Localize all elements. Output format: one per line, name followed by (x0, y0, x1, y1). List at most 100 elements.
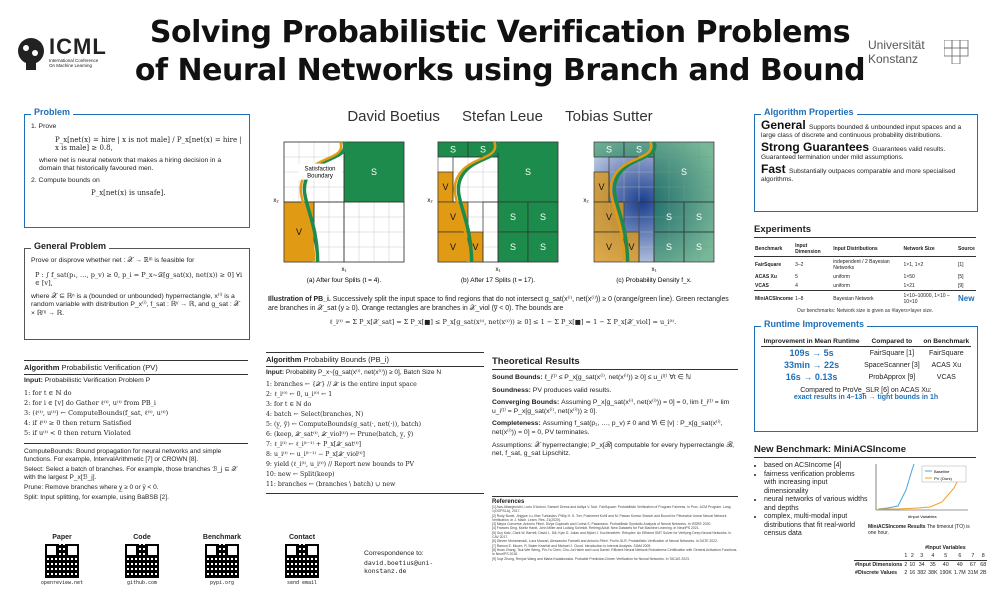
rt-cell: ACAS Xu (931, 361, 962, 369)
algorithm-pv: Algorithm Probabilistic Verification (PV… (24, 360, 248, 504)
alg-pb-line: 2: ℓ_i⁽⁰⁾ ← 0, u_i⁽⁰⁾ ← 1 (266, 390, 333, 398)
legend-baseline: Baseline (934, 469, 950, 474)
mini-col: 1 (904, 553, 908, 559)
sat-branch (653, 141, 715, 203)
miniacs-heading: New Benchmark: MiniACSIncome (754, 444, 976, 458)
alg-pv-note: Select: Select a batch of branches. For … (24, 465, 238, 481)
icml-logo: ICML International Conference On Machine… (16, 34, 126, 74)
legend-pv: PV (Ours) (934, 476, 952, 481)
alg-pv-line: 3: (ℓ⁽ᵗ⁾, u⁽ᵗ⁾) ← ComputeBounds(f_sat, ℓ… (24, 409, 169, 418)
exp-cell: independent / 2 Bayesian Networks (833, 258, 890, 271)
exp-cell: New (958, 294, 975, 303)
mini-col: 4 (931, 553, 935, 559)
problem-formula-2: P_x[net(x) is unsafe]. (91, 188, 166, 197)
alg-pb-line: 11: branches ← (branches \ batch) ∪ new (266, 480, 396, 488)
sat-label: S (666, 242, 672, 252)
reference-item: [3] Mayra Converse, Antonio Filieri, Div… (492, 522, 712, 527)
sat-label: S (540, 212, 546, 222)
rt-col-header: Improvement in Mean Runtime (763, 338, 860, 345)
mini-legend (921, 465, 967, 483)
exp-cell: ACAS Xu (755, 273, 777, 280)
miniacs: New Benchmark: MiniACSIncome based on AC… (754, 444, 988, 594)
mini-col: 2 (910, 553, 914, 559)
property-item: Strong Guarantees Guarantees valid resul… (761, 141, 973, 162)
theory-heading: Theoretical Results (492, 356, 738, 370)
alg-pv-note: Prune: Remove branches where y̲ ≥ 0 or ȳ… (24, 483, 159, 491)
exp-cell: 1×1, 1×2 (903, 261, 924, 268)
axis-y-label: x₂ (583, 198, 589, 204)
mini-table-head: #Input Variables (854, 544, 987, 552)
qr-code-icon[interactable] (45, 544, 79, 578)
uni-name-1: Universität (868, 38, 925, 52)
alg-pb-line: 3: for t ∈ ℕ do (266, 400, 312, 408)
reference-item: [6] Steven Mohammadi, Luca Marzari, Ales… (492, 539, 718, 544)
alg-pb-line: 1: branches ← {𝒳} // 𝒳 is the entire inp… (266, 380, 417, 388)
alg-pv-line: 5: if u⁽ᵗ⁾ < 0 then return Violated (24, 429, 131, 438)
sat-label: S (696, 212, 702, 222)
mini-cell: 1.7M (953, 570, 966, 576)
rt-cell: ProbApprox [9] (868, 373, 916, 381)
experiments-note: Our benchmarks: Network size is given as… (796, 308, 934, 314)
problem-item-1: 1. Prove (31, 123, 57, 130)
mini-col: 7 (971, 553, 975, 559)
mini-baseline-line (877, 463, 915, 510)
qr-code-icon[interactable] (285, 544, 319, 578)
mini-row-label: #Input Dimensions (855, 562, 903, 568)
viol-branch (437, 231, 469, 263)
boundary-label-2: Boundary (307, 174, 333, 180)
illustration-formula: ℓ_i⁽ᵗ⁾ = Σ P_x[𝒳_sat] = Σ P_x[■] ≤ P_x[g… (329, 318, 677, 327)
runtime-compare: Compared to ProVe_SLR [6] on ACAS Xu: (800, 387, 932, 394)
boundary-orange (609, 141, 653, 263)
qr-url[interactable]: github.com (126, 580, 158, 586)
rt-col-header: on Benchmark (923, 338, 970, 345)
qr-url[interactable]: pypi.org (209, 580, 235, 586)
qr-code-icon[interactable] (125, 544, 159, 578)
title-line-2: of Neural Networks using Branch and Boun… (134, 53, 866, 88)
alg-pb-line: 9: yield (ℓ_i⁽ᵗ⁾, u_i⁽ᵗ⁾) // Report new … (266, 460, 415, 468)
qr-url[interactable]: send email (286, 580, 318, 586)
illustration-bold: Illustration of PB_i. (268, 296, 331, 303)
mini-results-rest: The timeout (TO) is one hour. (868, 524, 970, 536)
mini-cell: 67 (969, 562, 976, 568)
alg-pv-note: ComputeBounds: Bound propagation for neu… (24, 447, 222, 463)
rt-cell: SpaceScanner [3] (864, 361, 920, 369)
sat-branch (653, 231, 685, 263)
illustration-text: Illustration of PB_i. Successively split… (268, 296, 738, 327)
alg-pv-line: 4: if ℓ⁽ᵗ⁾ ≥ 0 then return Satisfied (24, 419, 132, 428)
mini-bullet: based on ACSIncome [4] (764, 462, 868, 471)
qr-code-icon[interactable] (205, 544, 239, 578)
alg-pv-input: Probabilistic Verification Problem P (44, 377, 151, 384)
sat-label: S (681, 167, 687, 177)
alg-pb-input: Probability P_x~[g_sat(x⁽ⁱ⁾, net(x⁽ⁱ⁾)) … (285, 369, 442, 376)
mini-table-blank (854, 544, 903, 552)
viol-label: V (598, 182, 604, 192)
exp-col-header: Input Dimension (795, 243, 821, 255)
reference-item: [7] Ramon E. Moore, R. Baker Kearfott an… (492, 543, 652, 548)
property-text: Substantially outpaces comparable and mo… (761, 168, 956, 183)
general-formula: P : ∫ f_sat(p₁, …, p_v) ≥ 0, p_i = P_x~𝒟… (35, 270, 243, 288)
alg-pb-line: 6: (keep, 𝒳_sat⁽ᵗ⁾, 𝒳_viol⁽ᵗ⁾) ← Prune(b… (266, 430, 414, 438)
qr-url[interactable]: openreview.net (40, 580, 84, 586)
property-title: General (761, 118, 810, 132)
mini-cell: 49 (956, 562, 963, 568)
uni-name-2: Konstanz (868, 52, 919, 66)
viol-label: V (472, 242, 478, 252)
sat-label: S (696, 242, 702, 252)
theory-item-text: PV produces valid results. (532, 386, 612, 394)
sat-label: S (606, 145, 612, 155)
property-item: General Supports bounded & unbounded inp… (761, 118, 973, 140)
alg-pb-line: 5: (y̲, ȳ) ← ComputeBounds(g_sat(·, net(… (266, 420, 422, 428)
mini-cell: 16 (909, 570, 916, 576)
alg-pb-line: 8: u_i⁽ᵗ⁾ ← u_i⁽ᵗ⁻¹⁾ − P_x[𝒳_viol⁽ᵗ⁾] (266, 450, 365, 458)
general-problem-box: General Problem Prove or disprove whethe… (24, 241, 250, 340)
corr-email[interactable]: david.boetius@uni-konstanz.de (364, 558, 434, 576)
mini-col: 6 (958, 553, 962, 559)
mini-results-bold: MiniACSIncome Results (868, 524, 926, 530)
qr-label: Benchmark (202, 534, 242, 541)
problem-formula: P_x[net(x) = hire | x is not male] / P_x… (55, 135, 242, 153)
exp-cell: VCAS (755, 282, 769, 289)
